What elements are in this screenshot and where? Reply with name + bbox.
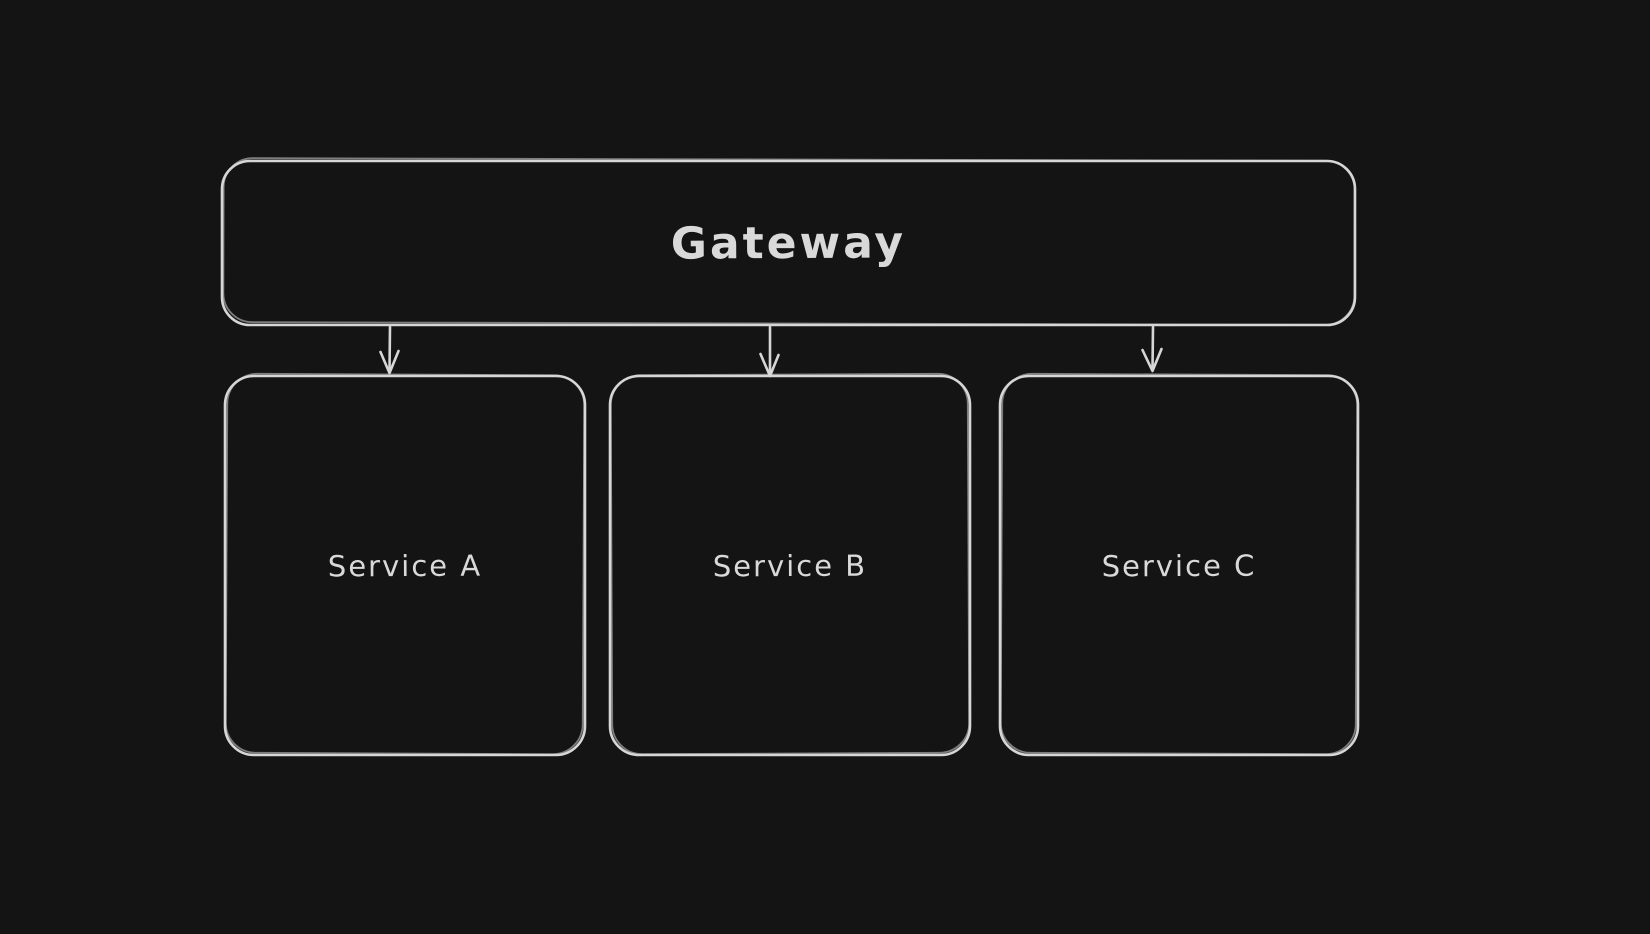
service-c-box-outline[interactable] bbox=[998, 374, 1360, 757]
gateway-box-outline[interactable] bbox=[220, 159, 1357, 327]
arrow-c-head bbox=[1141, 347, 1163, 373]
service-b-node-box[interactable] bbox=[608, 372, 972, 757]
service-b-box-outline[interactable] bbox=[608, 374, 972, 757]
arrow-b-head bbox=[759, 352, 780, 378]
arrow-a-shaft bbox=[388, 325, 392, 373]
arrow-gateway-to-service-c[interactable] bbox=[1141, 325, 1163, 373]
service-c-box-sketch-stroke bbox=[999, 372, 1359, 756]
service-a-box-sketch-stroke bbox=[224, 372, 586, 756]
service-b-box-sketch-stroke bbox=[609, 372, 971, 756]
arrow-gateway-to-service-a[interactable] bbox=[379, 325, 400, 375]
service-c-node-box[interactable] bbox=[998, 372, 1360, 757]
service-a-node-box[interactable] bbox=[223, 372, 587, 757]
service-a-box-outline[interactable] bbox=[223, 374, 587, 757]
gateway-node-box[interactable] bbox=[220, 157, 1357, 327]
arrow-gateway-to-service-b[interactable] bbox=[759, 325, 780, 378]
arrow-c-shaft bbox=[1151, 325, 1155, 371]
arrow-a-head bbox=[379, 349, 400, 375]
